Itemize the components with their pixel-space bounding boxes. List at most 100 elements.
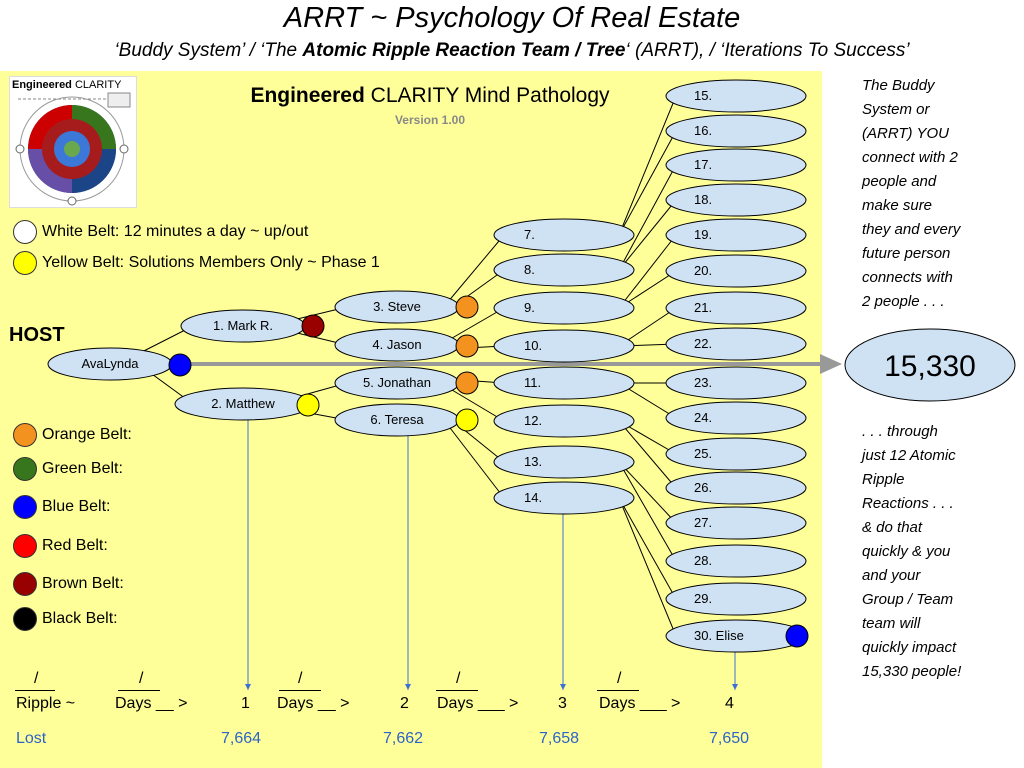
node-level4-label: 24. <box>694 410 712 425</box>
node-level4-shape <box>665 544 807 578</box>
result-shape <box>844 328 1016 402</box>
ripple-slash: / <box>34 670 39 687</box>
logo-wheel-icon <box>15 92 131 206</box>
lost-value-4: 7,650 <box>709 730 750 747</box>
level2-2-belt-icon <box>455 334 479 358</box>
days-blank-2 <box>279 690 321 691</box>
chart-title-bold: Engineered <box>250 84 365 107</box>
node-level3-shape <box>493 481 635 515</box>
lost-value-3: 7,658 <box>539 730 580 747</box>
days-blank-3 <box>436 690 478 691</box>
ripple-number-3: 3 <box>558 695 567 712</box>
node-level3-label: 10. <box>524 338 542 353</box>
lost-value-2: 7,662 <box>383 730 424 747</box>
connector-line <box>618 420 677 489</box>
blue-belt-icon <box>13 495 37 519</box>
side-text-top-line: The Buddy <box>862 77 935 94</box>
level2-3-belt-icon <box>455 371 479 395</box>
node-level4-8: 22. <box>665 327 807 361</box>
node-level4-16: 30. Elise <box>665 619 807 653</box>
connector-line <box>446 307 505 342</box>
subtitle-bold: Atomic Ripple Reaction Team / Tree <box>302 40 626 61</box>
connector-line <box>618 130 677 236</box>
result-node: 15,330 <box>844 328 1016 402</box>
host-label: HOST <box>9 324 65 346</box>
days-slash-2: / <box>298 670 303 687</box>
days-blank-4 <box>597 690 639 691</box>
legend-yellow-belt-label: Yellow Belt: Solutions Members Only ~ Ph… <box>42 254 380 271</box>
root-belt-icon <box>168 353 192 377</box>
node-level4-4: 18. <box>665 183 807 217</box>
result-value: 15,330 <box>884 350 976 383</box>
node-level3-2: 8. <box>493 253 635 287</box>
node-level4-shape <box>665 582 807 616</box>
node-level3-1: 7. <box>493 218 635 252</box>
node-level4-shape <box>665 291 807 325</box>
lost-label: Lost <box>16 730 47 747</box>
chart-title: Engineered CLARITY Mind Pathology <box>210 84 650 108</box>
connector-line <box>618 497 677 637</box>
day-arrow-head-icon <box>560 684 566 690</box>
connector-line <box>446 386 505 422</box>
node-level4-label: 17. <box>694 157 712 172</box>
node-level4-label: 20. <box>694 263 712 278</box>
node-level4-label: 25. <box>694 446 712 461</box>
node-level2-3-label: 5. Jonathan <box>363 375 431 390</box>
node-level3-label: 8. <box>524 262 535 277</box>
side-text-top-line: make sure <box>862 197 933 214</box>
side-text-bottom-line: Ripple <box>862 471 905 488</box>
node-level2-1-label: 3. Steve <box>373 299 421 314</box>
side-text-bottom-line: quickly impact <box>862 639 957 656</box>
node-level4-shape <box>665 401 807 435</box>
legend-black-belt: Black Belt: <box>13 605 118 633</box>
legend-white-belt: White Belt: 12 minutes a day ~ up/out <box>13 218 308 246</box>
elise-belt-icon <box>785 624 809 648</box>
node-level3-label: 11. <box>524 375 541 390</box>
chart-title-normal: CLARITY Mind Pathology <box>364 84 610 107</box>
node-level4-12: 26. <box>665 471 807 505</box>
side-text-bottom-line: team will <box>862 615 921 632</box>
node-level4-11: 25. <box>665 437 807 471</box>
days-label-3: Days ___ > <box>437 695 519 712</box>
node-level3-3: 9. <box>493 291 635 325</box>
node-level4-1: 15. <box>665 79 807 113</box>
side-text-top-line: System or <box>862 101 930 118</box>
node-level2-4: 6. Teresa <box>334 403 460 437</box>
node-level4-5: 19. <box>665 218 807 252</box>
legend-brown-belt-label: Brown Belt: <box>42 575 124 592</box>
node-level2-2-label: 4. Jason <box>372 337 421 352</box>
side-text-top-line: 2 people . . . <box>862 293 945 310</box>
node-level4-label: 27. <box>694 515 712 530</box>
black-belt-icon <box>13 607 37 631</box>
legend-blue-belt: Blue Belt: <box>13 493 110 521</box>
side-text-top-line: connects with <box>862 269 953 286</box>
node-level4-2: 16. <box>665 114 807 148</box>
node-level4-label: 15. <box>694 88 712 103</box>
days-blank-1 <box>118 690 160 691</box>
version-label: Version 1.00 <box>394 113 466 127</box>
node-level4-13: 27. <box>665 506 807 540</box>
node-level4-9: 23. <box>665 366 807 400</box>
side-text-bottom-line: just 12 Atomic <box>862 447 956 464</box>
legend-red-belt: Red Belt: <box>13 532 108 560</box>
node-level4-shape <box>665 183 807 217</box>
node-level3-shape <box>493 218 635 252</box>
red-belt-icon <box>13 534 37 558</box>
side-text-top-line: they and every <box>862 221 961 238</box>
node-level3-4: 10. <box>493 329 635 363</box>
node-level4-15: 29. <box>665 582 807 616</box>
node-level4-shape <box>665 366 807 400</box>
ripple-number-1: 1 <box>241 695 250 712</box>
connector-line <box>618 234 677 309</box>
side-text-bottom-line: quickly & you <box>862 543 951 560</box>
side-text-top-line: connect with 2 <box>862 149 958 166</box>
main-arrow-head-icon <box>820 354 842 374</box>
node-level4-shape <box>665 471 807 505</box>
node-level4-label: 18. <box>694 192 712 207</box>
node-level3-label: 9. <box>524 300 535 315</box>
connector-line <box>446 423 505 499</box>
subtitle-part1: ‘Buddy System’ / ‘The <box>114 40 303 61</box>
connector-line <box>618 95 677 236</box>
